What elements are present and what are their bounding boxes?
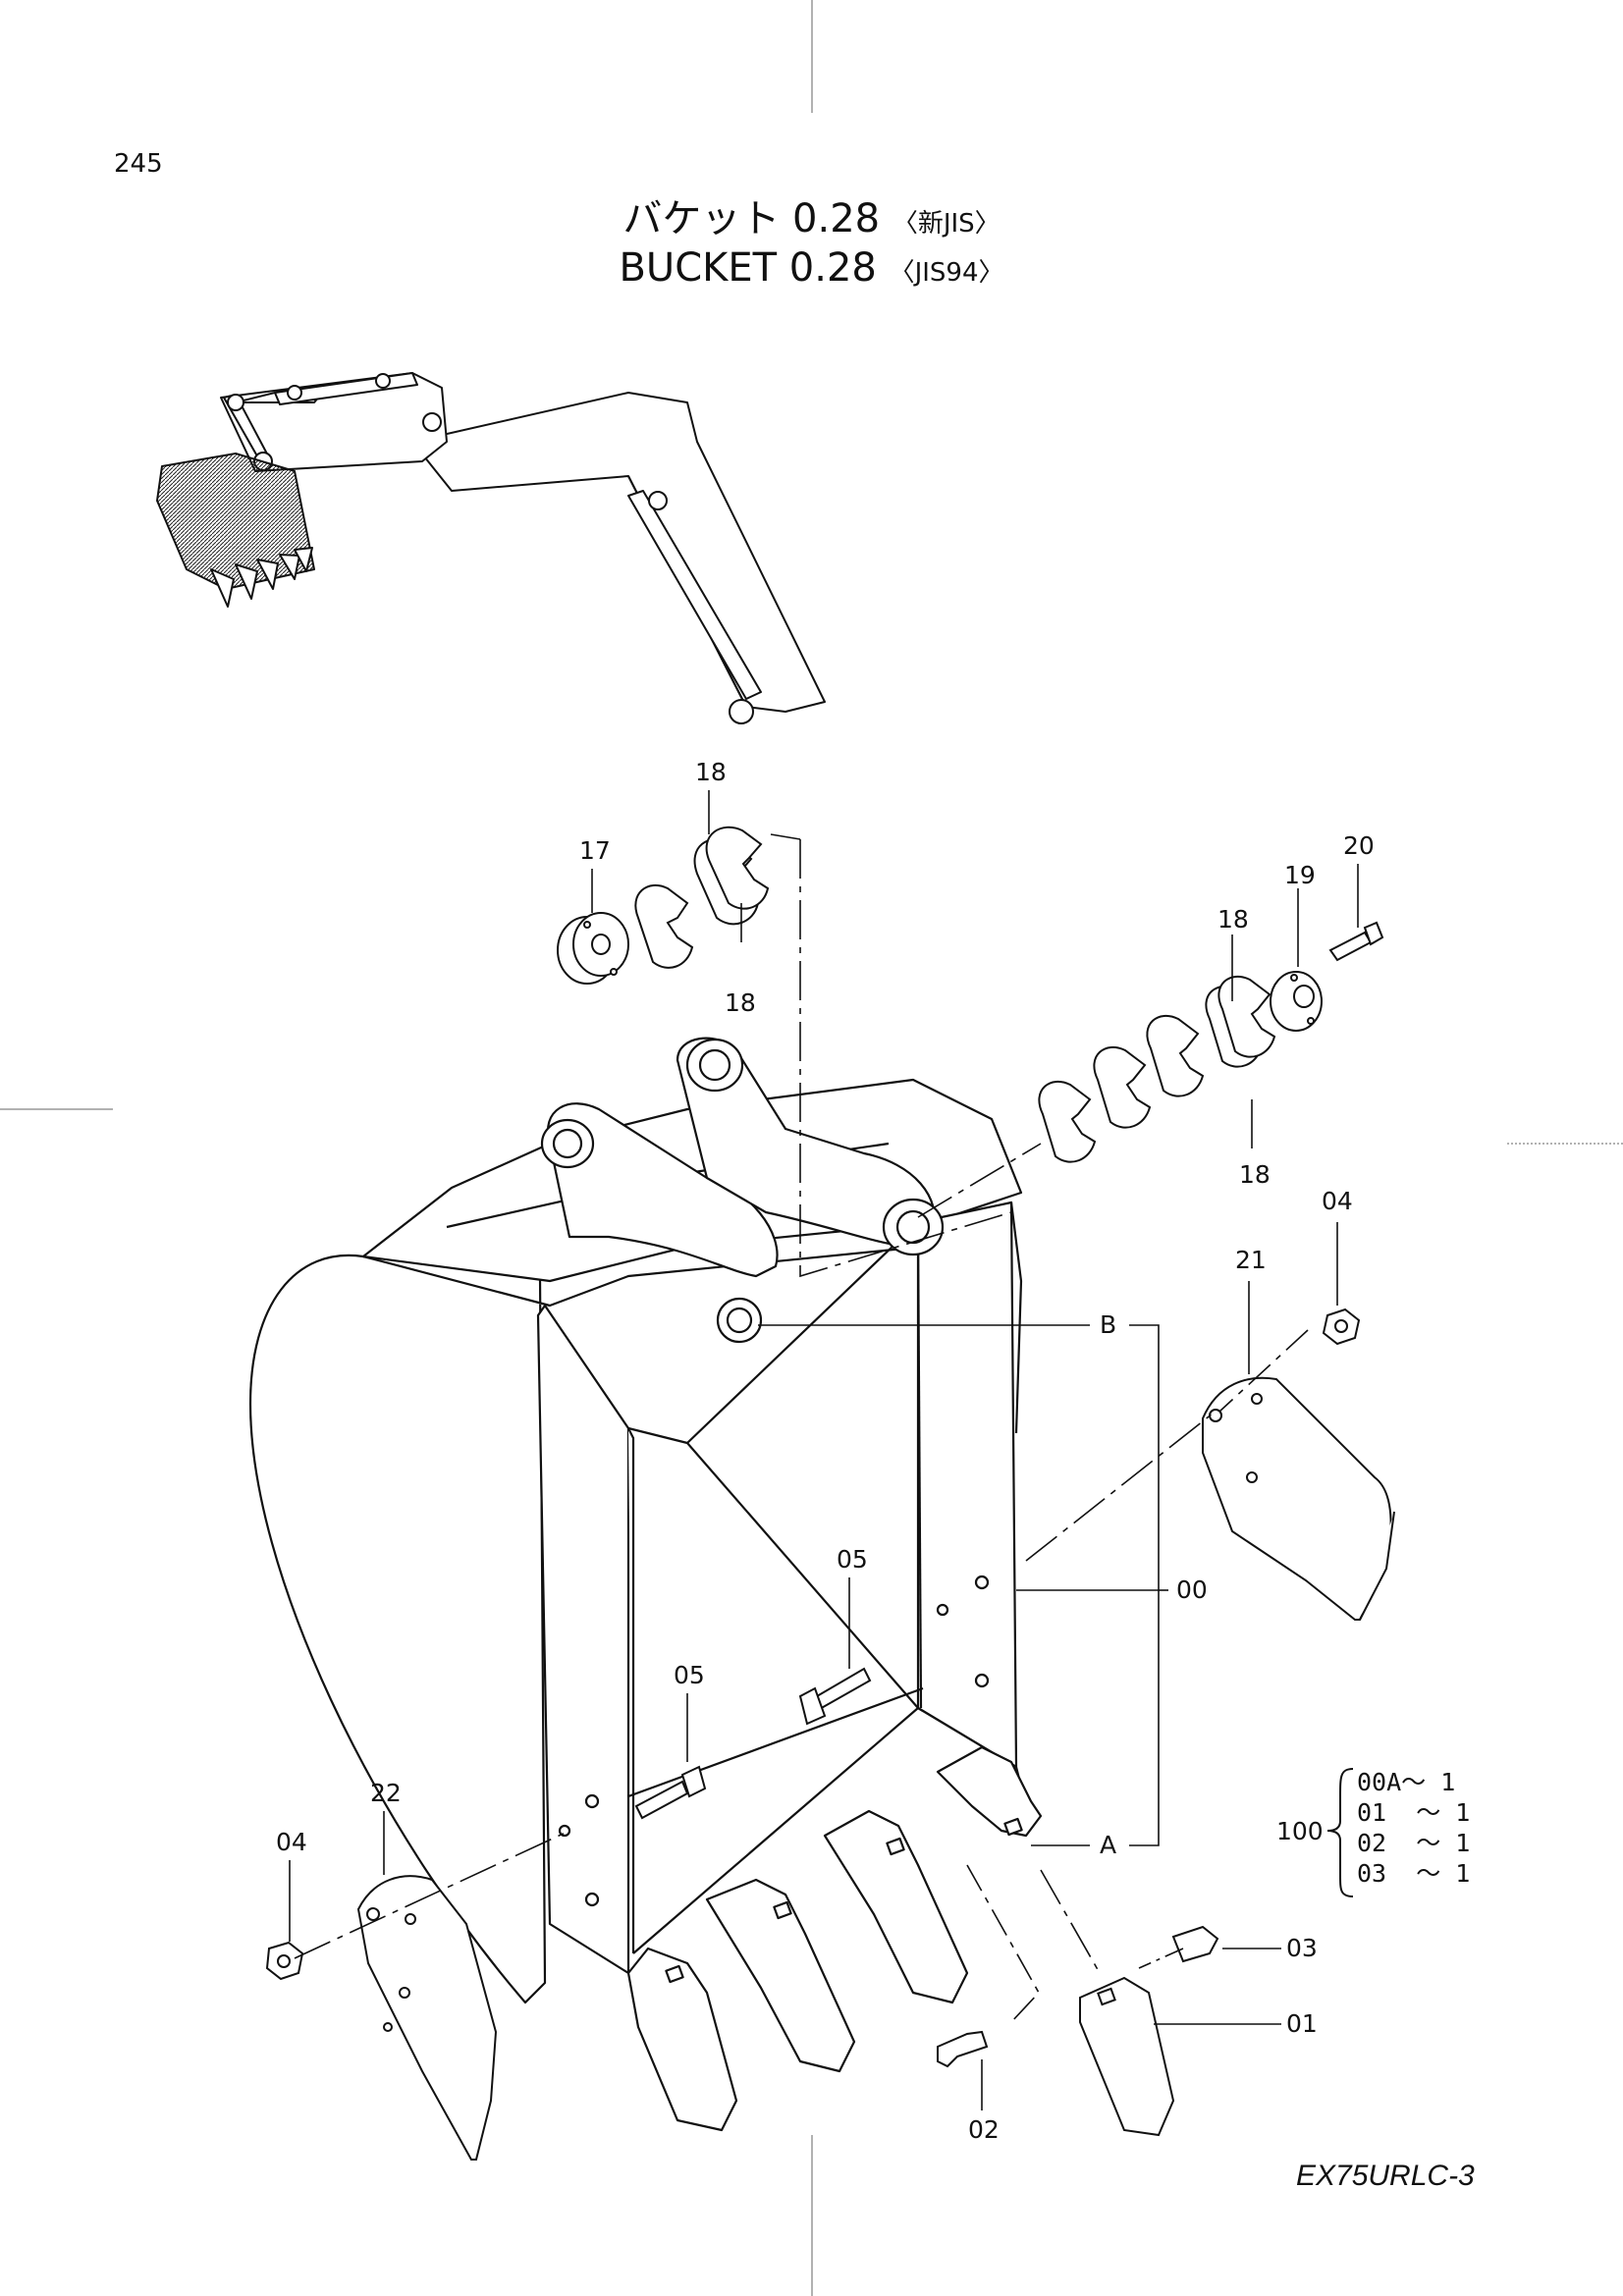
part-labels: 17 18 18 18 18 19 20 04 21 B 05 00 05 22… xyxy=(276,758,1375,2144)
shim-parts-left xyxy=(557,826,770,985)
label-04-right: 04 xyxy=(1322,1187,1353,1215)
bucket-body xyxy=(248,1037,1043,2132)
assembly-total: 100 xyxy=(1276,1817,1324,1845)
side-cutter-left xyxy=(265,1667,1219,2161)
label-05-upper: 05 xyxy=(837,1545,868,1574)
shim-parts-right xyxy=(1038,921,1395,1621)
assembly-brace xyxy=(1326,1768,1354,1897)
label-03: 03 xyxy=(1286,1934,1318,1962)
label-B: B xyxy=(1100,1310,1116,1339)
assembly-row: 02 ～ 1 xyxy=(1357,1829,1471,1857)
title-en-main: BUCKET 0.28 xyxy=(619,245,877,291)
label-18-lower-left: 18 xyxy=(725,988,756,1017)
label-04-left: 04 xyxy=(276,1828,307,1856)
label-21: 21 xyxy=(1235,1246,1267,1274)
excavator-arm-overview xyxy=(156,372,826,724)
page-number: 245 xyxy=(114,149,163,179)
title-en-bracket: 〈JIS94〉 xyxy=(889,258,1004,288)
title-english: BUCKET 0.28 〈JIS94〉 xyxy=(0,245,1623,291)
label-05-lower: 05 xyxy=(674,1661,705,1689)
assembly-row: 03 ～ 1 xyxy=(1357,1859,1471,1888)
assembly-row: 00A～ 1 xyxy=(1357,1768,1456,1796)
label-A: A xyxy=(1100,1831,1116,1859)
assembly-list: 00A～ 1 01 ～ 1 02 ～ 1 03 ～ 1 xyxy=(1357,1767,1470,1889)
label-01: 01 xyxy=(1286,2009,1318,2038)
label-18-top: 18 xyxy=(695,758,727,786)
model-code: EX75URLC-3 xyxy=(1296,2160,1475,2192)
label-22: 22 xyxy=(370,1779,402,1807)
label-02: 02 xyxy=(968,2115,1000,2144)
leader-lines xyxy=(289,790,1359,2110)
title-jp-main: バケット 0.28 xyxy=(622,196,881,241)
label-00: 00 xyxy=(1176,1575,1208,1604)
label-20: 20 xyxy=(1343,831,1375,860)
label-17: 17 xyxy=(579,836,611,865)
assembly-row: 01 ～ 1 xyxy=(1357,1798,1471,1827)
label-18-right-bottom: 18 xyxy=(1239,1160,1271,1189)
label-19: 19 xyxy=(1284,861,1316,889)
title-japanese: バケット 0.28 〈新JIS〉 xyxy=(0,187,1623,243)
title-jp-bracket: 〈新JIS〉 xyxy=(892,209,1001,239)
label-18-right-top: 18 xyxy=(1217,905,1249,934)
